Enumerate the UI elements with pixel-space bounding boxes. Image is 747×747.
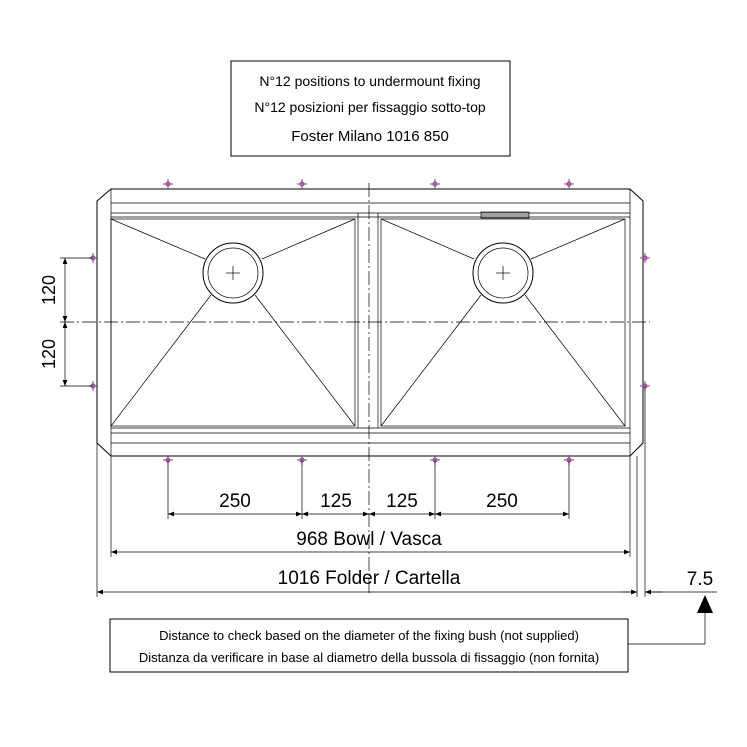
dim-left-lower: 120 — [39, 339, 59, 369]
offset-dimension: 7.5 — [622, 569, 717, 645]
right-drain-inner — [477, 247, 529, 299]
dim-125-left: 125 — [320, 491, 352, 512]
dim-bowl-label: 968 Bowl / Vasca — [296, 529, 442, 550]
title-line-2: N°12 posizioni per fissaggio sotto-top — [254, 99, 485, 115]
title-box-frame — [230, 60, 511, 157]
fixing-point-icon — [564, 179, 574, 189]
note-box-frame — [109, 618, 629, 673]
title-box: N°12 positions to undermount fixing N°12… — [230, 60, 511, 157]
left-dimensions: 120 120 — [39, 257, 93, 387]
left-bowl-slope-bl — [110, 294, 212, 427]
right-bowl-slope-bl — [380, 294, 482, 427]
bottom-extension-lines — [96, 386, 646, 597]
dim-250-right: 250 — [486, 491, 518, 512]
dim-offset-label: 7.5 — [687, 569, 713, 590]
note-line-2: Distanza da verificare in base al diamet… — [139, 650, 599, 665]
folder-dimension: 1016 Folder / Cartella — [97, 568, 637, 595]
left-bowl-outline — [110, 218, 356, 427]
bottom-dimensions-row-1: 250 125 125 250 — [168, 491, 569, 517]
center-divider — [357, 213, 379, 428]
right-bowl — [380, 218, 626, 427]
left-drain-inner — [207, 247, 259, 299]
right-bowl-slope-tr — [530, 218, 626, 260]
dim-folder-label: 1016 Folder / Cartella — [278, 568, 461, 589]
right-bowl-outline — [380, 218, 626, 427]
left-bowl — [110, 218, 356, 427]
dim-250-left: 250 — [219, 491, 251, 512]
fixing-point-icon — [163, 179, 173, 189]
right-bowl-slope-br — [524, 294, 626, 427]
fixing-point-icon — [640, 253, 650, 263]
dim-125-right: 125 — [386, 491, 418, 512]
title-line-1: N°12 positions to undermount fixing — [259, 73, 480, 89]
right-bowl-slope-tl — [380, 218, 475, 260]
right-drain-outer — [472, 242, 534, 304]
left-bowl-slope-tl — [110, 218, 206, 260]
left-bowl-slope-tr — [261, 218, 356, 260]
note-box: Distance to check based on the diameter … — [109, 618, 629, 673]
fixing-point-icon — [297, 179, 307, 189]
fixing-point-icon — [430, 179, 440, 189]
sink-outline — [96, 188, 644, 457]
left-bowl-slope-br — [254, 294, 356, 427]
title-line-3: Foster Milano 1016 850 — [291, 128, 449, 145]
note-line-1: Distance to check based on the diameter … — [159, 628, 579, 643]
dim-left-upper: 120 — [39, 275, 59, 305]
bowl-dimension: 968 Bowl / Vasca — [111, 529, 630, 555]
up-arrow-icon — [697, 595, 713, 613]
sink-folder-outline — [96, 188, 644, 457]
left-drain-outer — [202, 242, 264, 304]
